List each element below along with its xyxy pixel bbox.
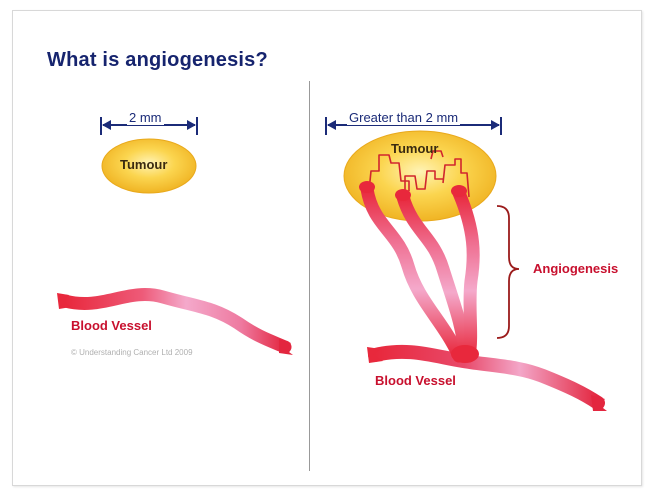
slide: What is angiogenesis? <box>12 10 642 486</box>
large-tumour-label: Tumour <box>391 141 438 156</box>
left-vessel-label: Blood Vessel <box>71 318 152 333</box>
right-measurement-label: Greater than 2 mm <box>347 110 460 125</box>
small-tumour-label: Tumour <box>120 157 167 172</box>
copyright-text: © Understanding Cancer Ltd 2009 <box>71 348 193 357</box>
left-measurement-label: 2 mm <box>127 110 164 125</box>
angiogenesis-diagram <box>13 11 641 485</box>
right-vessel-label: Blood Vessel <box>375 373 456 388</box>
angiogenesis-label: Angiogenesis <box>533 261 618 276</box>
angiogenesis-bracket <box>497 206 519 338</box>
